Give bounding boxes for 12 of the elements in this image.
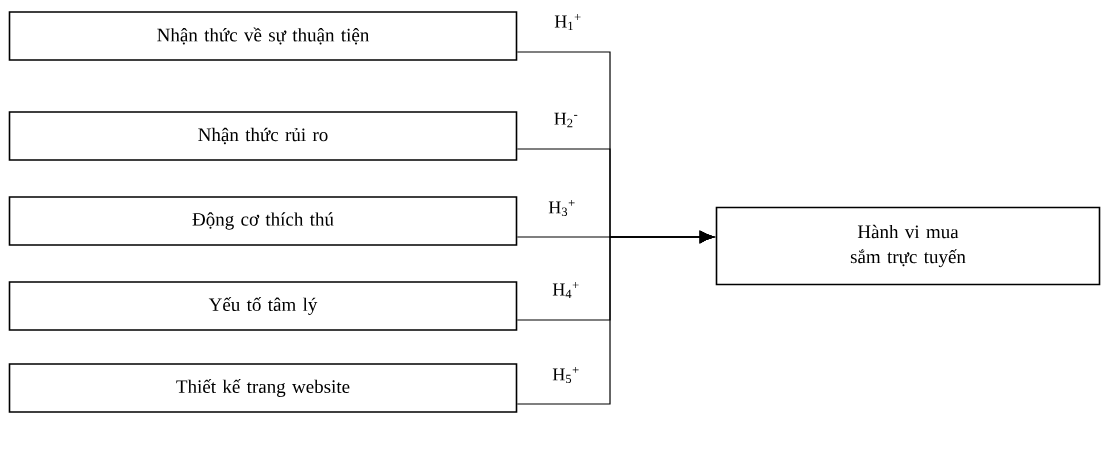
edge-label: H$_{2}$- xyxy=(554,112,578,128)
edge-label: H$_{5}$+ xyxy=(552,366,579,384)
edge-label: H$_{3}$+ xyxy=(548,199,575,217)
box: Động cơ thích thú xyxy=(8,196,518,246)
box: Yếu tố tâm lý xyxy=(8,281,518,331)
edge-label: H$_{4}$+ xyxy=(552,282,579,298)
edge-label: H$_{1}$+ xyxy=(554,14,581,30)
box: Hành vi mua sắm trực tuyến xyxy=(715,206,1101,286)
box: Thiết kế trang website xyxy=(8,363,518,413)
box: Nhận thức rủi ro xyxy=(8,111,518,161)
box: Nhận thức về sự thuận tiện xyxy=(8,11,518,61)
arrow xyxy=(516,231,714,405)
